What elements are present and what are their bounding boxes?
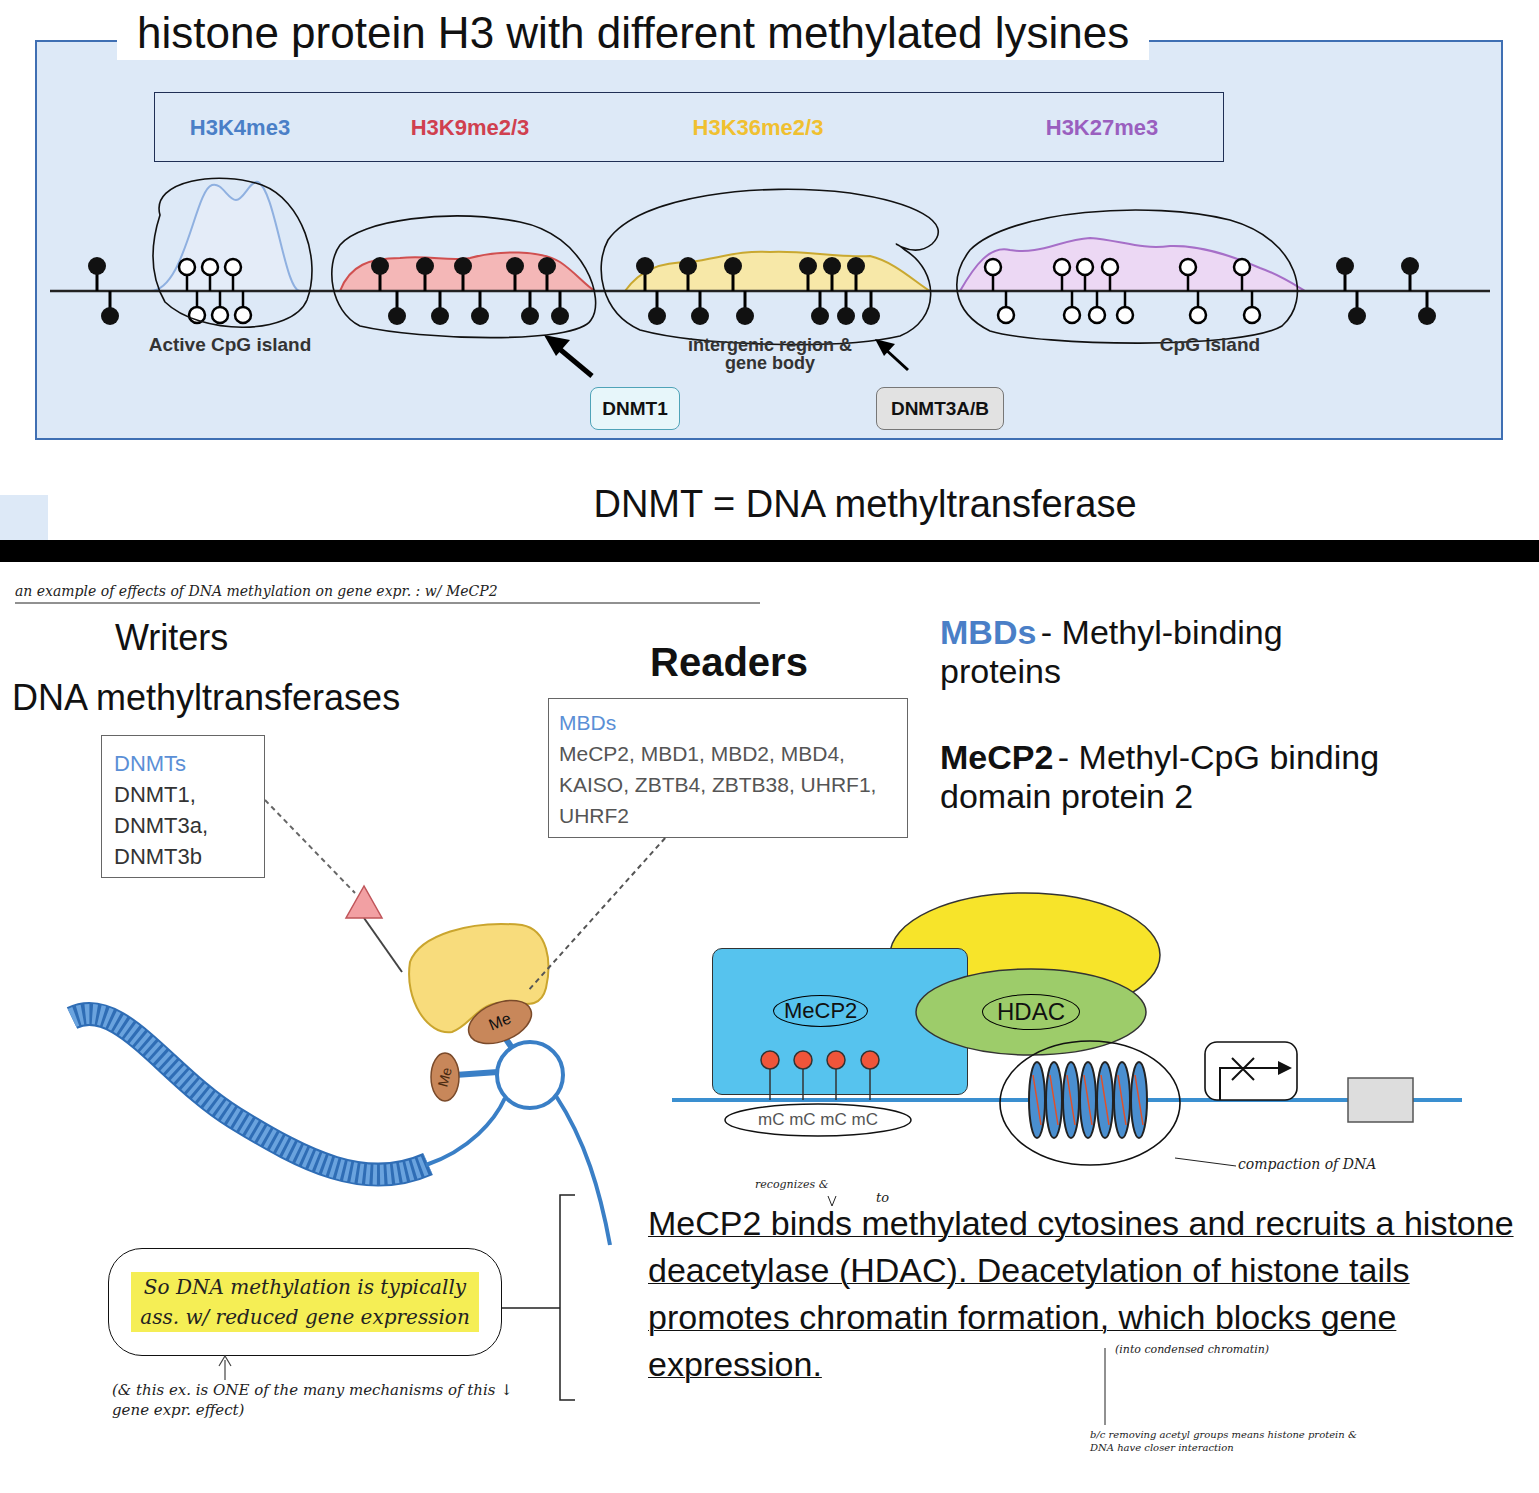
histone-tail	[1033, 1075, 1143, 1125]
leader-arrow	[224, 1360, 225, 1380]
node-text: So DNA methylation is typically ass. w/ …	[131, 1272, 479, 1332]
node-text: DNMT3A/B	[891, 398, 989, 420]
node-text: mC mC mC mC	[758, 1110, 878, 1130]
node-text: HDAC	[982, 994, 1080, 1030]
arrow-head	[1278, 1061, 1292, 1075]
node-text: H3K9me2/3	[411, 115, 530, 141]
methyl-cytosine-group-outline	[725, 1104, 911, 1136]
legend-box: H3K4me3 H3K9me2/3 H3K36me2/3 H3K27me3	[154, 92, 1224, 162]
writer-pointer	[265, 800, 355, 893]
promoter-arrow	[1220, 1068, 1280, 1100]
term: MBDs	[940, 613, 1036, 651]
hand-underline	[15, 603, 760, 604]
handwritten-note: (into condensed chromatin)	[1115, 1343, 1345, 1356]
nucleosome	[1029, 1062, 1045, 1138]
panel-box: histone protein H3 with different methyl…	[35, 40, 1503, 440]
dna-strand	[672, 1098, 1462, 1102]
handwritten-note: recognizes &	[755, 1178, 875, 1191]
leader-line	[1105, 1348, 1106, 1425]
methyl-stem	[455, 1072, 498, 1075]
handwritten-note: (& this ex. is ONE of the many mechanism…	[112, 1380, 542, 1420]
region-label: CpG island	[1150, 334, 1270, 356]
handwritten-heading: an example of effects of DNA methylation…	[15, 583, 785, 599]
methyl-group-outline	[462, 992, 537, 1052]
node-text: MeCP2, MBD1, MBD2, MBD4, KAISO, ZBTB4, Z…	[559, 738, 897, 831]
node-text: MBDs	[559, 707, 897, 738]
connector-line	[528, 838, 665, 991]
nucleosome	[1114, 1062, 1130, 1138]
enzyme-box: DNMT1	[590, 387, 680, 430]
node-text: MeCP2	[773, 995, 868, 1027]
hand-outline	[1205, 1042, 1297, 1100]
note-box: So DNA methylation is typically ass. w/ …	[108, 1248, 502, 1356]
node-text: H3K36me2/3	[693, 115, 824, 141]
nucleosome	[1046, 1062, 1062, 1138]
dna-coil-outline	[72, 1014, 428, 1175]
definition-line: MBDs - Methyl-binding proteins	[940, 613, 1370, 691]
hdac-enzyme: HDAC	[915, 968, 1147, 1056]
methyl-group: Me	[430, 1052, 460, 1102]
writer-triangle	[346, 886, 382, 918]
region-label: intergenic region & gene body	[680, 336, 860, 372]
handwritten-note: compaction of DNA	[1238, 1156, 1438, 1172]
nucleosome	[1080, 1062, 1096, 1138]
nucleosome	[1063, 1062, 1079, 1138]
node-text: H3K27me3	[1046, 115, 1159, 141]
bracket	[502, 1195, 575, 1400]
handwritten-note: to	[876, 1190, 916, 1205]
node-text: H3K4me3	[190, 115, 290, 141]
connector	[528, 838, 665, 991]
section-heading: Writers	[115, 617, 365, 659]
leader-line	[1175, 1158, 1236, 1166]
explanation-text: MeCP2 binds methylated cytosines and rec…	[648, 1200, 1528, 1388]
arrow-head	[219, 1356, 231, 1366]
abbreviation-note: DNMT = DNA methyltransferase	[530, 483, 1200, 526]
blocked-mark	[1232, 1058, 1254, 1080]
section-heading: Readers	[650, 640, 900, 685]
nucleosome	[1131, 1062, 1147, 1138]
dna-strand	[426, 1098, 505, 1165]
nucleosome	[1097, 1062, 1113, 1138]
methyl-cytosine-group: mC mC mC mC	[724, 1103, 912, 1137]
definition-line: MeCP2 - Methyl-CpG binding domain protei…	[940, 738, 1390, 816]
hand-outline	[1000, 1041, 1180, 1165]
node-text: DNMT1	[602, 398, 667, 420]
node-text: DNMT1, DNMT3a, DNMT3b	[114, 779, 239, 872]
panel-fragment	[0, 495, 48, 540]
handwritten-note: b/c removing acetyl groups means histone…	[1090, 1428, 1380, 1454]
region-label: Active CpG island	[130, 334, 330, 356]
section-heading: DNA methyltransferases	[12, 677, 462, 719]
divider-bar	[0, 540, 1539, 562]
hdac-enzyme-outline	[916, 969, 1146, 1055]
writer-list-box: DNMTsDNMT1, DNMT3a, DNMT3b	[101, 735, 265, 878]
dna-strand	[556, 1096, 610, 1245]
reader-list-box: MBDsMeCP2, MBD1, MBD2, MBD4, KAISO, ZBTB…	[548, 698, 908, 838]
dna-coil	[72, 1014, 428, 1175]
enzyme-box: DNMT3A/B	[876, 387, 1004, 430]
nucleosome-array	[1000, 1041, 1180, 1165]
term: MeCP2	[940, 738, 1053, 776]
methyl-group-outline	[431, 1053, 459, 1101]
dna-loop	[497, 1042, 563, 1108]
writer-pointer	[364, 918, 402, 972]
gene-box	[1348, 1078, 1413, 1122]
node-text: histone protein H3 with different methyl…	[117, 6, 1149, 60]
node-text: DNMTs	[114, 748, 252, 779]
